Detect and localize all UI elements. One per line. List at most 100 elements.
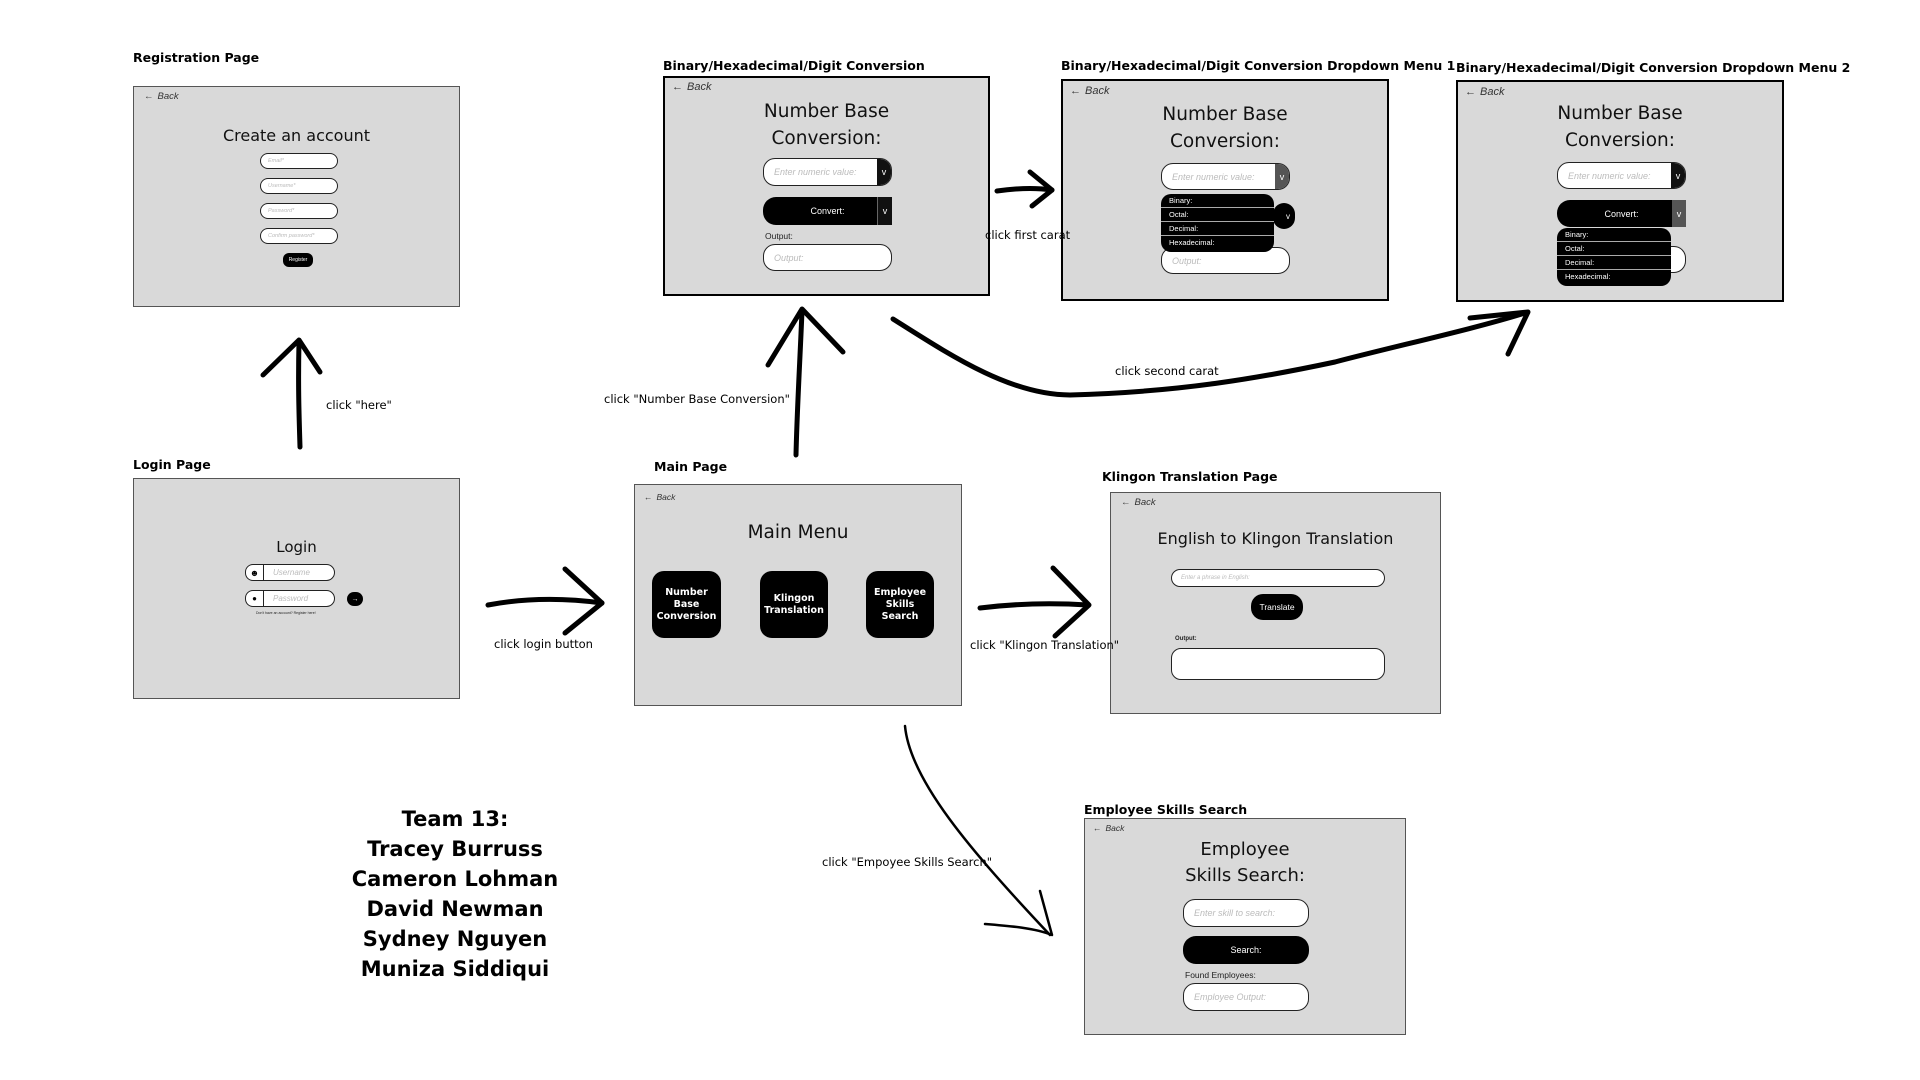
input-caret-icon[interactable]: v [1275,164,1289,189]
team-heading: Team 13: [401,807,509,831]
arrowhead-main-to-conversion [765,306,846,368]
login-frame: Login ☻ Username ● Password → Don't have… [133,478,460,699]
arrow-conversion-to-dropdown2 [890,310,1528,398]
numeric-value-placeholder: Enter numeric value: [1172,171,1255,182]
dropdown-option-binary[interactable]: Binary: [1161,194,1274,208]
number-base-conversion-button[interactable]: Number Base Conversion [652,571,721,638]
dropdown1-heading: Number Base Conversion: [1063,101,1387,155]
back-label: Back [656,492,676,502]
arrowhead-main-to-employee [983,889,1054,937]
dropdown-option-octal[interactable]: Octal: [1557,242,1671,256]
back-label: Back [1480,86,1505,98]
numeric-value-placeholder: Enter numeric value: [774,167,857,177]
input-caret-icon[interactable]: v [877,159,891,185]
user-icon: ☻ [245,564,264,581]
convert-caret-icon[interactable]: v [1273,203,1295,229]
team-member: Tracey Burruss [367,837,543,861]
employee-skills-search-button[interactable]: Employee Skills Search [866,571,934,638]
arrow-main-to-employee [903,724,1052,937]
arrow-login-to-registration [296,339,303,450]
input-caret-icon[interactable]: v [1671,163,1685,188]
dropdown2-heading: Number Base Conversion: [1458,100,1782,154]
username-input[interactable]: Username [263,564,335,581]
klingon-page-title: Klingon Translation Page [1102,469,1278,484]
convert-caret-icon[interactable]: v [1672,200,1686,227]
back-arrow-icon: ← [1465,86,1476,98]
register-button[interactable]: Register [283,253,313,267]
arrow-main-to-conversion [793,308,805,458]
annotation-click-number: click "Number Base Conversion" [604,392,790,406]
numeric-value-input[interactable]: Enter numeric value: v [763,158,892,186]
conversion-page-title: Binary/Hexadecimal/Digit Conversion [663,58,925,73]
dropdown1-page-title: Binary/Hexadecimal/Digit Conversion Drop… [1061,58,1456,73]
back-link[interactable]: ←Back [644,492,675,502]
main-heading: Main Menu [747,522,849,543]
convert-button[interactable]: Convert: v [1557,200,1686,227]
dropdown-option-binary[interactable]: Binary: [1557,228,1671,242]
english-phrase-input[interactable]: Enter a phrase in English: [1171,569,1385,587]
skill-search-input[interactable]: Enter skill to search: [1183,899,1309,927]
convert-label: Convert: [810,206,845,216]
email-field[interactable]: Email* [260,153,338,169]
back-link[interactable]: ←Back [1070,85,1109,97]
login-submit-button[interactable]: → [347,592,363,606]
convert-button[interactable]: Convert: v [763,197,892,225]
arrowhead-conversion-to-dropdown1 [1027,169,1055,209]
back-arrow-icon: ← [1121,497,1131,508]
back-link[interactable]: ←Back [672,81,711,93]
annotation-click-second-carat: click second carat [1115,364,1219,378]
dropdown-option-hexadecimal[interactable]: Hexadecimal: [1565,272,1611,281]
dropdown-option-octal[interactable]: Octal: [1161,208,1274,222]
numeric-value-placeholder: Enter numeric value: [1568,170,1651,181]
team-member: Cameron Lohman [351,867,559,891]
back-link[interactable]: ←Back [144,91,179,102]
search-button[interactable]: Search: [1183,936,1309,964]
dropdown-option-decimal[interactable]: Decimal: [1161,222,1274,236]
annotation-click-klingon: click "Klingon Translation" [970,638,1120,652]
annotation-click-employee: click "Empoyee Skills Search" [822,855,993,869]
back-link[interactable]: ← Back [1465,86,1504,98]
password-field[interactable]: Password* [260,203,338,219]
dropdown-option-hexadecimal[interactable]: Hexadecimal: [1169,238,1215,247]
found-employees-label: Found Employees: [1185,970,1256,980]
convert-caret-icon[interactable]: v [877,197,892,225]
numeric-value-input[interactable]: Enter numeric value: v [1557,162,1686,189]
translate-button[interactable]: Translate [1251,594,1303,620]
registration-heading: Create an account [222,126,371,145]
employee-output-field: Employee Output: [1183,983,1309,1011]
back-link[interactable]: ←Back [1121,497,1156,508]
back-arrow-icon: ← [144,91,154,102]
arrow-conversion-to-dropdown1 [994,186,1055,194]
conversion-heading-line2: Conversion: [771,128,882,149]
team-credits: Team 13: Tracey Burruss Cameron Lohman D… [330,804,580,984]
back-label: Back [157,91,179,102]
output-label: Output: [765,231,793,241]
back-link[interactable]: ←Back [1093,823,1124,833]
annotation-click-login: click login button [494,637,593,651]
back-arrow-icon: ← [1070,85,1081,97]
translation-output-field [1171,648,1385,680]
klingon-translation-button[interactable]: Klingon Translation [760,571,828,638]
username-field[interactable]: Username* [260,178,338,194]
dropdown1-heading-line1: Number Base [1162,104,1288,125]
login-heading: Login [276,538,317,556]
login-page-title: Login Page [133,457,211,472]
dropdown2-page-title: Binary/Hexadecimal/Digit Conversion Drop… [1456,60,1851,75]
dropdown1-frame: ←Back Number Base Conversion: Enter nume… [1061,79,1389,301]
annotation-click-here: click "here" [326,398,392,412]
registration-frame: ←Back Create an account Email* Username*… [133,86,460,307]
dropdown2-heading-line2: Conversion: [1565,130,1675,151]
dropdown-option-decimal[interactable]: Decimal: [1557,256,1671,270]
register-link[interactable]: Don't have an account? Register here! [256,611,316,615]
lock-icon: ● [245,590,264,607]
password-input[interactable]: Password [263,590,335,607]
confirm-password-field[interactable]: Confirm password* [260,228,338,244]
arrowhead-login-to-registration [260,337,323,378]
arrowhead-conversion-to-dropdown2 [1467,309,1531,357]
employee-heading-line2: Skills Search: [1185,865,1305,886]
conversion-heading: Number Base Conversion: [665,98,988,152]
dropdown2-heading-line1: Number Base [1557,103,1683,124]
arrow-main-to-klingon [977,601,1091,611]
numeric-value-input[interactable]: Enter numeric value: v [1161,163,1290,190]
